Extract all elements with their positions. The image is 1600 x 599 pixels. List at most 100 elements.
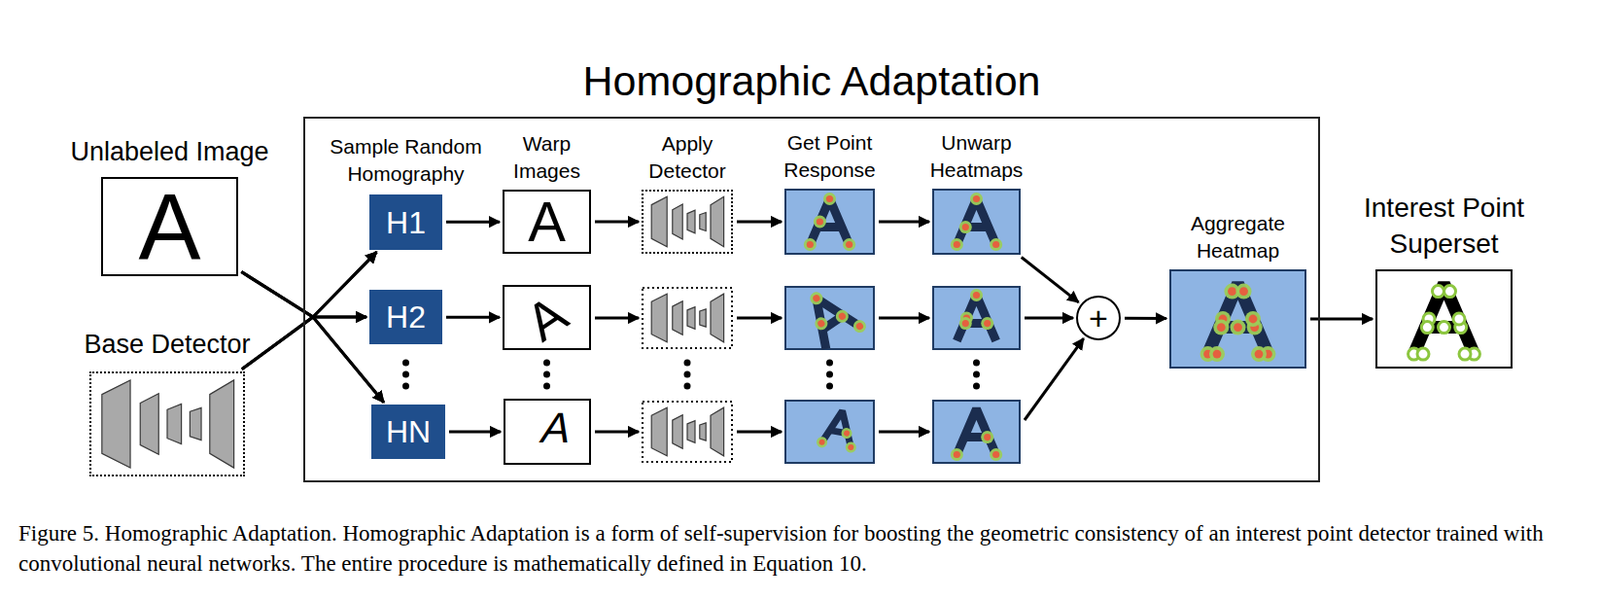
- heatmap-ground: [785, 400, 874, 463]
- detector-box: [642, 401, 732, 462]
- point-glow: [840, 426, 854, 440]
- point-glow: [1251, 346, 1267, 362]
- point-glow: [1209, 346, 1225, 362]
- ellipsis-dot: [826, 371, 834, 379]
- flow-arrow: [594, 220, 639, 224]
- point-glow: [1230, 319, 1247, 336]
- warped-image-box: Warp ImagesA: [502, 189, 592, 254]
- point-glow: [842, 238, 856, 251]
- point-core: [1217, 322, 1226, 332]
- point-core: [836, 311, 847, 321]
- letter-figure: [1408, 283, 1481, 360]
- point-core: [826, 195, 834, 203]
- flow-arrow: [594, 430, 639, 434]
- flow-arrow: [878, 220, 930, 224]
- flow-arrow: [446, 315, 500, 319]
- letter-figure: [950, 192, 1003, 251]
- letter-strokes: [956, 408, 996, 454]
- sum-operator: +: [1076, 295, 1121, 341]
- network-layer: [710, 196, 725, 247]
- point-core: [953, 241, 961, 248]
- network-layer: [699, 211, 706, 231]
- network-layer: [672, 301, 683, 336]
- point-glow: [950, 238, 964, 251]
- homography-box: HN: [371, 404, 446, 459]
- box-text: A: [537, 406, 577, 450]
- point-core: [1213, 349, 1222, 359]
- ellipsis-dot: [826, 359, 834, 367]
- network-layer: [102, 380, 131, 468]
- flow-arrow: [1124, 316, 1167, 320]
- network-layer: [672, 204, 683, 240]
- point-core: [992, 241, 1000, 248]
- box-text: +: [1088, 301, 1109, 335]
- point-core: [845, 241, 853, 248]
- point-core: [1233, 322, 1243, 332]
- point-core: [992, 451, 1000, 458]
- network-layer: [710, 293, 725, 343]
- point-glow: [959, 316, 973, 330]
- point-glow: [989, 238, 1003, 251]
- point-core: [962, 223, 970, 231]
- point-core: [1227, 286, 1237, 296]
- point-glow: [970, 288, 983, 302]
- point-glow: [950, 448, 964, 461]
- point-glow: [1213, 319, 1229, 336]
- ellipsis-dot: [684, 359, 692, 367]
- network-layer: [672, 415, 683, 450]
- point-glow: [970, 192, 983, 206]
- ellipsis-dot: [543, 359, 551, 367]
- network-layer: [710, 407, 725, 456]
- network-layer: [687, 307, 696, 330]
- response-heatmap: Get Point Response: [784, 188, 875, 255]
- ellipsis-dot: [402, 371, 410, 379]
- base-detector-box: Base Detector: [89, 371, 245, 477]
- point-core: [811, 293, 822, 304]
- point-core: [818, 438, 826, 446]
- ellipsis-dot: [402, 359, 410, 367]
- detector-box: Apply Detector: [641, 189, 733, 254]
- point-core: [983, 319, 991, 327]
- point-core: [1249, 314, 1258, 324]
- flow-arrow: [878, 316, 930, 320]
- point-glow: [813, 215, 827, 229]
- flow-arrow: [1024, 316, 1074, 320]
- point-core: [816, 217, 824, 225]
- flow-arrow: [736, 220, 782, 224]
- heading-label: Base Detector: [83, 327, 250, 362]
- network-layer: [209, 380, 235, 468]
- heading-label: Warp Images: [508, 130, 587, 184]
- interest-point: [1417, 347, 1429, 360]
- point-core: [973, 195, 980, 203]
- flow-arrow: [1021, 256, 1079, 302]
- point-core: [816, 318, 827, 329]
- heading-label: Sample Random Homography: [320, 133, 491, 187]
- ellipsis-dot: [684, 371, 692, 379]
- network-layer: [651, 293, 667, 343]
- letter-strokes: [800, 286, 861, 349]
- flow-arrow: [242, 251, 378, 369]
- flow-arrow: [241, 272, 383, 403]
- ellipsis-dot: [543, 382, 551, 390]
- heatmap-ground: [932, 188, 1021, 255]
- ellipsis-dot: [826, 382, 834, 390]
- point-glow: [833, 307, 851, 325]
- letter-strokes: [956, 294, 996, 341]
- point-core: [1239, 286, 1249, 296]
- heading-label: Homographic Adaptation: [583, 54, 1042, 109]
- figure-caption: Figure 5. Homographic Adaptation. Homogr…: [18, 518, 1586, 579]
- heatmap-ground: [933, 400, 1020, 463]
- letter-figure: [796, 278, 870, 354]
- point-core: [1254, 349, 1264, 359]
- interest-point: [1438, 321, 1451, 334]
- network-layer: [687, 209, 696, 234]
- point-core: [847, 443, 855, 451]
- interest-point: [1431, 285, 1444, 298]
- flow-arrow: [736, 316, 782, 320]
- interest-point: [1421, 321, 1433, 334]
- ellipsis-dot: [973, 371, 980, 379]
- point-glow: [803, 238, 817, 251]
- network-icon: [102, 380, 235, 468]
